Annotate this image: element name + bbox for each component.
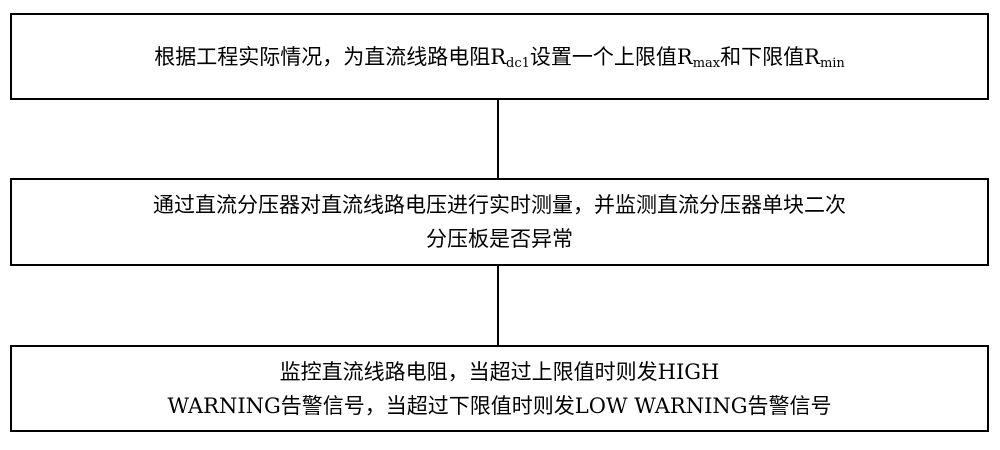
- subscript-max: max: [692, 55, 721, 71]
- flowchart-step-3: 监控直流线路电阻，当超过上限值时则发HIGH WARNING告警信号，当超过下限…: [10, 345, 989, 432]
- step-3-text: 监控直流线路电阻，当超过上限值时则发HIGH WARNING告警信号，当超过下限…: [127, 355, 871, 423]
- subscript-min: min: [819, 55, 845, 71]
- step-3-line-1: 监控直流线路电阻，当超过上限值时则发HIGH: [279, 359, 720, 384]
- step-2-line-2: 分压板是否异常: [426, 227, 573, 251]
- step-1-text: 根据工程实际情况，为直流线路电阻Rdc1设置一个上限值Rmax和下限值Rmin: [154, 40, 845, 74]
- step-3-line-2: WARNING告警信号，当超过下限值时则发LOW WARNING告警信号: [167, 393, 832, 418]
- step-2-text: 通过直流分压器对直流线路电压进行实时测量，并监测直流分压器单块二次 分压板是否异…: [113, 188, 886, 256]
- step-1-text-segment: 根据工程实际情况，为直流线路电阻R: [154, 44, 507, 69]
- step-2-line-1: 通过直流分压器对直流线路电压进行实时测量，并监测直流分压器单块二次: [153, 193, 846, 217]
- subscript-dc1: dc1: [506, 55, 530, 71]
- flowchart-step-1: 根据工程实际情况，为直流线路电阻Rdc1设置一个上限值Rmax和下限值Rmin: [10, 13, 989, 100]
- step-1-text-segment: 设置一个上限值R: [529, 44, 693, 69]
- flowchart-step-2: 通过直流分压器对直流线路电压进行实时测量，并监测直流分压器单块二次 分压板是否异…: [10, 178, 989, 266]
- step-1-text-segment: 和下限值R: [720, 44, 820, 69]
- connector-line-1-2: [497, 100, 499, 178]
- connector-line-2-3: [497, 266, 499, 345]
- step-1-line-1: 根据工程实际情况，为直流线路电阻Rdc1设置一个上限值Rmax和下限值Rmin: [154, 40, 845, 74]
